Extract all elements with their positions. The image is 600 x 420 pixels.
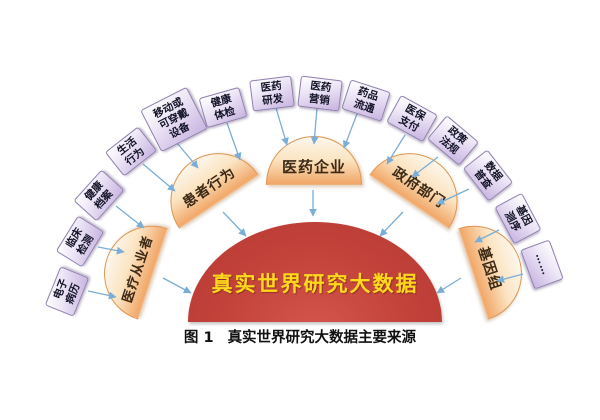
source-box-pharma-rnd: 医药研发	[249, 75, 295, 112]
source-label-ellipsis: ……	[532, 251, 552, 278]
figure-caption-number: 图 1	[183, 330, 214, 346]
arrow-patient-to-dome	[222, 211, 247, 237]
arrow-government-to-dome	[379, 211, 404, 237]
arrow-wearables-to-patient	[176, 142, 199, 169]
arrow-distribution-to-pharma	[342, 113, 358, 149]
source-box-pharma-marketing: 医药营销	[297, 75, 343, 112]
source-label-health-checkup: 健康体检	[209, 92, 237, 122]
arrow-checkup-to-patient	[226, 122, 242, 161]
source-label-drug-distribution: 药品流通	[352, 85, 380, 116]
arrow-practitioners-to-dome	[162, 277, 192, 294]
arrow-sequencing-to-genome	[474, 229, 500, 243]
source-label-pharma-marketing: 医药营销	[308, 79, 332, 107]
arrow-genome-to-dome	[436, 277, 462, 294]
dome-title: 真实世界研究大数据	[211, 271, 419, 296]
arrow-insurance-to-government	[386, 134, 406, 165]
figure-caption-text: 真实世界研究大数据主要来源	[227, 330, 417, 346]
source-label-mobile-wearable-devices: 移动或可穿戴设备	[151, 95, 192, 141]
arrow-emr-to-practitioners	[87, 290, 117, 300]
source-label-pharma-rnd: 医药研发	[260, 79, 284, 107]
arrow-clinical-to-practitioners	[97, 246, 125, 255]
arrow-census-to-government	[436, 188, 470, 205]
arrow-policy-to-government	[411, 156, 439, 178]
arrow-rnd-to-pharma	[275, 107, 289, 146]
arc-pharma-companies-label: 医药企业	[281, 158, 346, 176]
figure-caption: 图 1 真实世界研究大数据主要来源	[0, 326, 600, 347]
arrow-marketing-to-pharma	[310, 107, 319, 145]
arrow-ellipsis-to-genome	[496, 273, 524, 283]
arrow-healthrecords-to-practitioners	[115, 205, 145, 229]
arrow-lifebehavior-to-patient	[142, 163, 176, 192]
source-label-electronic-medical-record: 电子病历	[51, 277, 83, 306]
